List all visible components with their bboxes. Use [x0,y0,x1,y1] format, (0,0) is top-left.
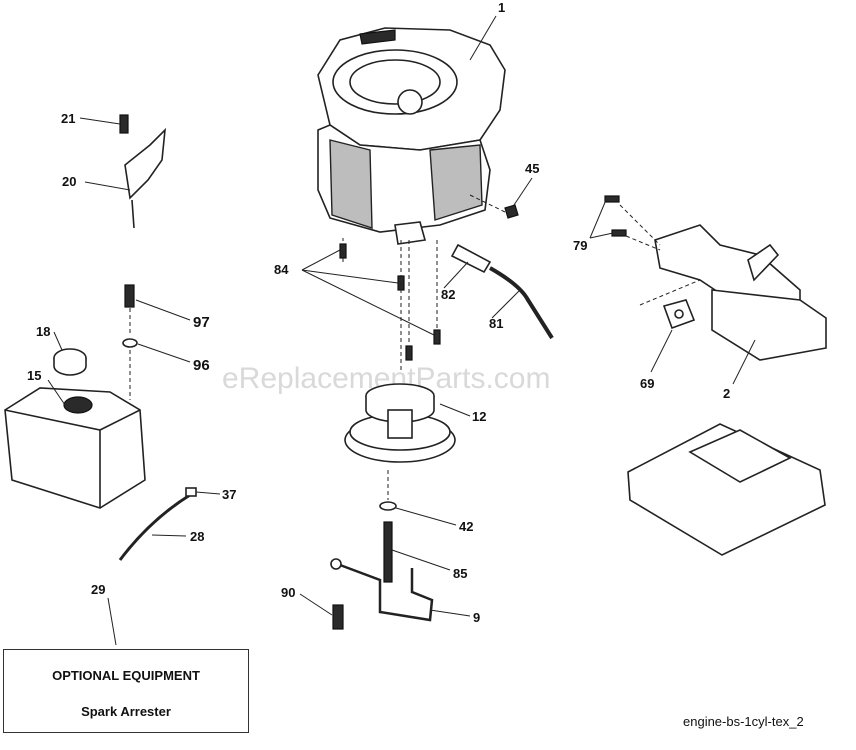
rod-eyelet [330,558,342,570]
bolt-part-90 [332,604,344,630]
bolt-part-79b [611,229,627,237]
callout-12: 12 [472,409,486,424]
callout-28: 28 [190,529,204,544]
leader-lines [47,15,756,646]
callout-79: 79 [573,238,587,253]
callout-29: 29 [91,582,105,597]
bolt-part-84d [405,345,413,361]
callout-84: 84 [274,262,289,277]
optional-equipment-box: OPTIONAL EQUIPMENT Spark Arrester [3,649,249,733]
callout-9: 9 [473,610,480,625]
engine-part [317,27,506,245]
diagram-code: engine-bs-1cyl-tex_2 [683,714,804,729]
washer-part-42 [379,501,397,511]
fuel-line-part [118,493,191,561]
callout-18: 18 [36,324,50,339]
callout-21: 21 [61,111,75,126]
callout-97: 97 [193,314,210,331]
screw-part-21 [119,114,129,134]
callout-69: 69 [640,376,654,391]
nut-part-45 [504,204,519,219]
fitting-part [450,243,492,274]
callout-85: 85 [453,566,467,581]
callout-45: 45 [525,161,539,176]
fuel-cap-part [53,348,87,376]
callout-37: 37 [222,487,236,502]
fuel-tank-part [4,387,146,509]
optional-equipment-title: OPTIONAL EQUIPMENT [52,668,200,683]
callout-82: 82 [441,287,455,302]
clamp-part [185,487,197,497]
bolt-part-97 [124,284,135,308]
bolt-part-85 [383,521,393,583]
callout-20: 20 [62,174,76,189]
rod-part-9 [339,563,434,622]
bolt-part-84c [433,329,441,345]
throttle-bracket-part [124,127,167,229]
bolt-part-79a [604,195,620,203]
callout-15: 15 [27,368,41,383]
washer-part-96 [122,338,138,348]
muffler-part [654,224,827,361]
cable-part [489,266,554,340]
pulley-part [344,383,456,463]
callout-81: 81 [489,316,503,331]
callout-96: 96 [193,357,210,374]
mounting-plate-part [627,423,826,556]
callout-42: 42 [459,519,473,534]
optional-equipment-item: Spark Arrester [81,704,171,719]
callout-1: 1 [498,0,505,15]
alignment-lines [129,194,701,500]
callout-90: 90 [281,585,295,600]
callout-2: 2 [723,386,730,401]
